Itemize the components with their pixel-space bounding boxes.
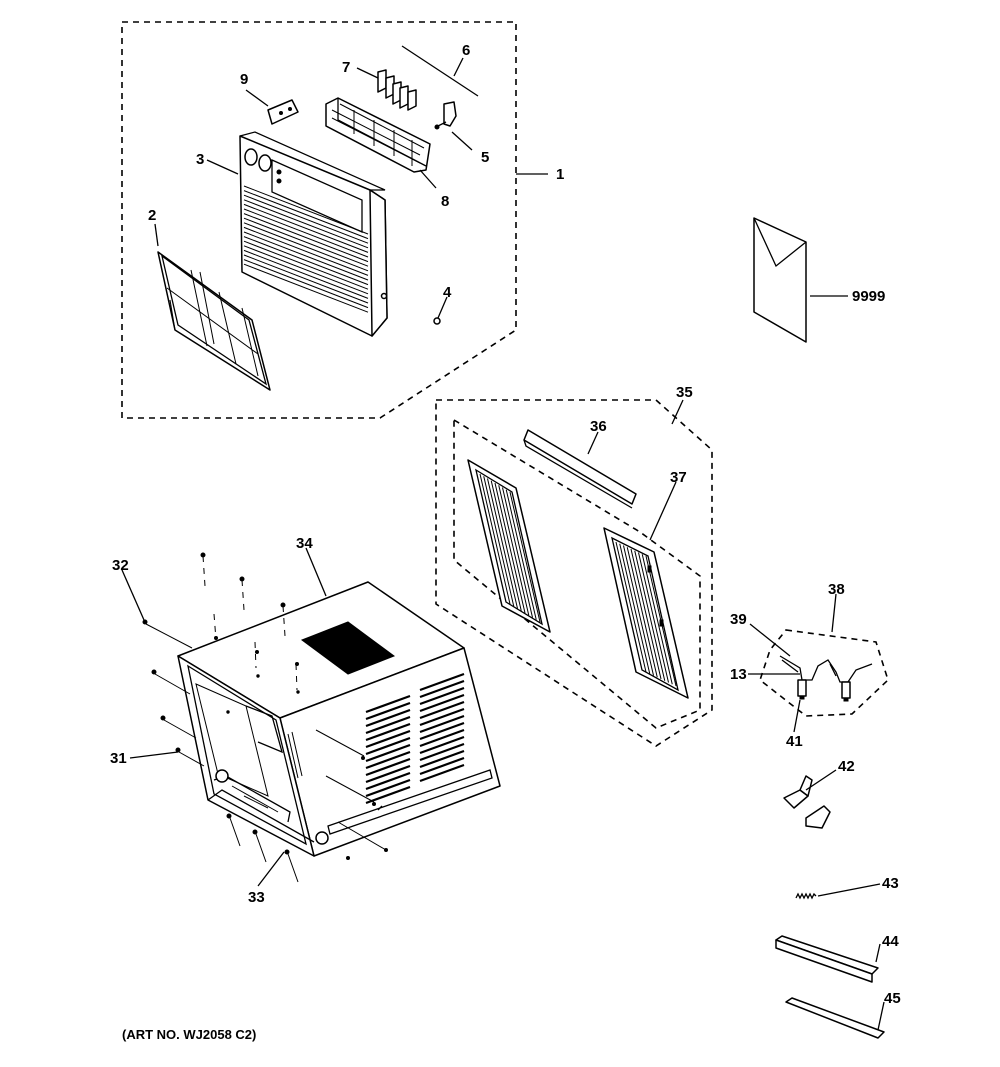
label-part-2: 2 (148, 207, 156, 224)
side-curtain-boundary (435, 399, 713, 747)
bracket-kit-boundary (759, 629, 889, 717)
l-bracket (783, 775, 831, 829)
label-part-4: 4 (443, 284, 452, 301)
label-part-45: 45 (884, 990, 901, 1007)
grille-slats (243, 185, 369, 313)
label-part-39: 39 (730, 611, 747, 628)
label-part-7: 7 (342, 59, 350, 76)
cabinet (177, 581, 501, 860)
label-part-41: 41 (786, 733, 803, 750)
label-part-3: 3 (196, 151, 204, 168)
label-part-13: 13 (730, 666, 747, 683)
left-curtain (467, 459, 551, 633)
label-part-36: 36 (590, 418, 607, 435)
cabinet-screws (142, 552, 387, 883)
label-part-42: 42 (838, 758, 855, 775)
small-plate (267, 99, 299, 125)
louver-vanes (377, 69, 417, 111)
front-grille (239, 131, 388, 337)
label-part-38: 38 (828, 581, 845, 598)
label-part-5: 5 (481, 149, 489, 166)
leader-lines (121, 57, 885, 1031)
top-channel (523, 429, 637, 509)
front-assembly-group (121, 21, 517, 419)
trim-rod (401, 45, 479, 97)
label-part-43: 43 (882, 875, 899, 892)
knob-bracket (434, 101, 457, 130)
label-part-33: 33 (248, 889, 265, 906)
label-part-34: 34 (296, 535, 313, 552)
side-curtain-group (435, 399, 713, 747)
air-filter (157, 251, 271, 391)
label-part-32: 32 (112, 557, 129, 574)
right-curtain (603, 527, 689, 699)
louver-frame (325, 97, 431, 173)
label-part-9: 9 (240, 71, 248, 88)
owners-manual (753, 217, 807, 343)
label-part-31: 31 (110, 750, 127, 767)
label-part-1: 1 (556, 166, 564, 183)
seal-strip (785, 997, 885, 1039)
label-part-6: 6 (462, 42, 470, 59)
label-part-35: 35 (676, 384, 693, 401)
label-part-44: 44 (882, 933, 899, 950)
art-number-caption: (ART NO. WJ2058 C2) (122, 1027, 257, 1042)
front-assembly-boundary (121, 21, 517, 419)
label-part-8: 8 (441, 193, 449, 210)
part-labels: 1 2 3 4 5 6 7 8 9 9999 35 36 37 34 32 31… (110, 42, 901, 1007)
label-part-9999: 9999 (852, 288, 885, 305)
foam-strip (775, 935, 879, 983)
spring (795, 892, 817, 900)
grille-screw (433, 317, 441, 325)
label-part-37: 37 (670, 469, 687, 486)
bracket-kit-group (759, 629, 889, 717)
